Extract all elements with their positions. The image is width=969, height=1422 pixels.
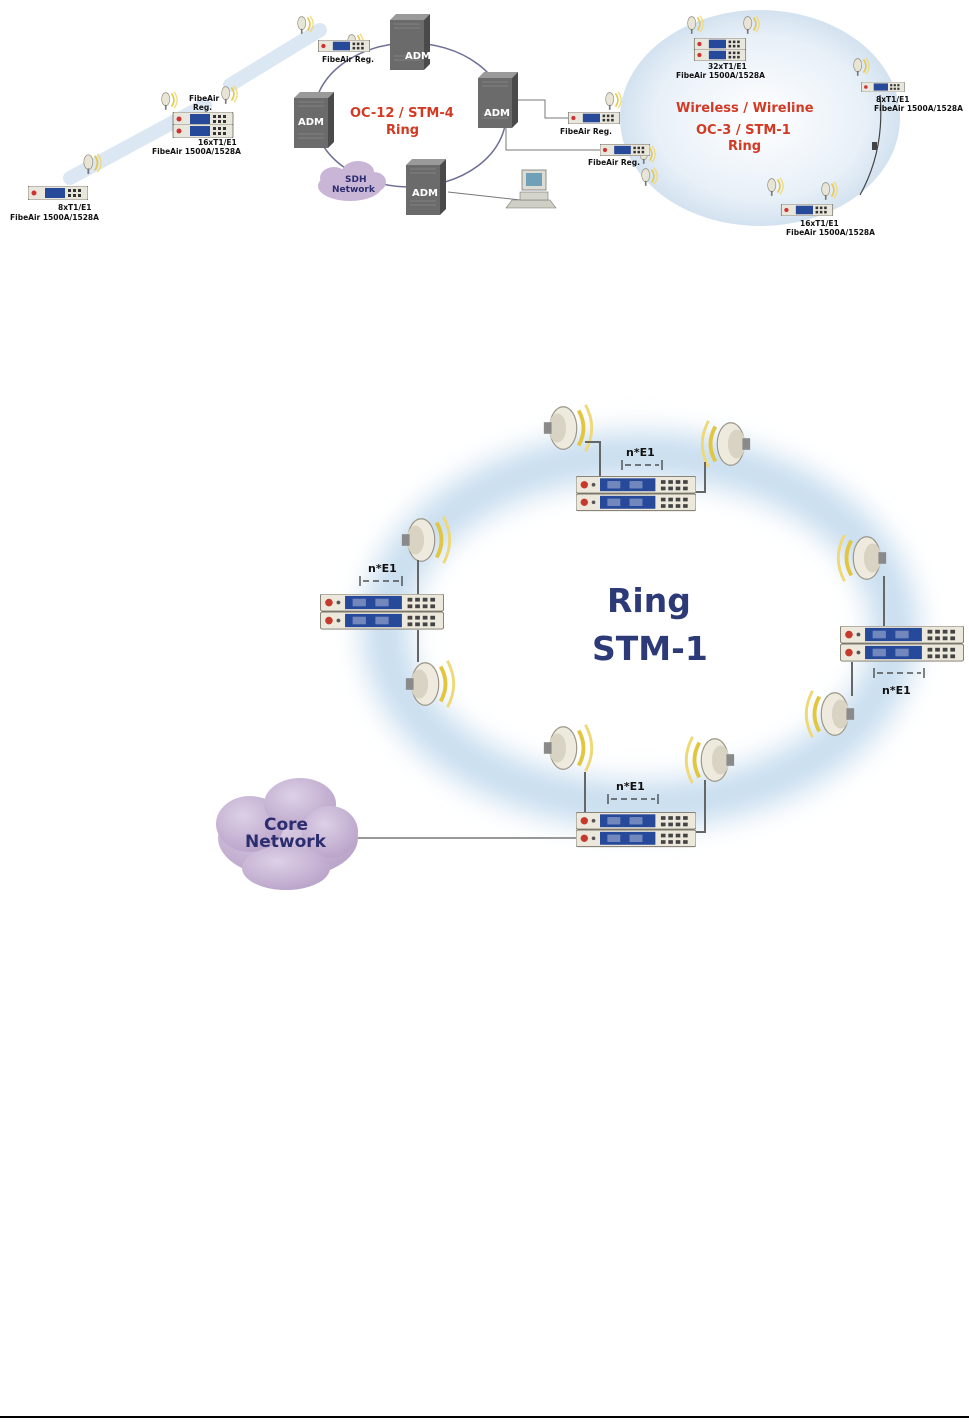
left-reg-label-line2: Reg. [193,103,212,112]
left-mid-capacity: 16xT1/E1 [198,138,237,147]
link-adm-to-reg [510,99,568,119]
top-network-diagram: ADM ADM ADM ADM SDH Network OC-12 / STM-… [10,10,963,237]
computer-icon [505,169,557,209]
link-haze-upper [223,23,327,92]
left-mid-dish-a-icon [160,90,178,110]
node-right-tributary: n*E1 [882,684,911,697]
wireless-ring-haze [620,10,900,226]
wl-ring-title-line1: Wireless / Wireline [676,101,814,116]
left-end-terminal [28,186,88,200]
wireline-connector [872,142,877,150]
adm-left-label: ADM [298,117,324,128]
link-adm-to-pc [447,191,521,201]
wl-bottom-capacity: 16xT1/E1 [800,219,839,228]
ring-stm1-diagram: Core Network Ring STM-1 n*E1 n*E1 [216,402,964,890]
node-left: n*E1 [320,514,456,710]
adm-top-label: ADM [405,51,431,62]
node-top-tributary: n*E1 [626,446,655,459]
top-reg-label: FibeAir Reg. [322,55,374,64]
ring-title-line1: Ring [607,581,691,620]
node-bottom-device [576,812,696,848]
wl-top-node-a [693,38,747,50]
sdh-network-cloud: SDH Network [318,161,386,201]
node-right-device [840,626,964,662]
wl-left-reg-dish-icon [604,90,622,110]
sdh-cloud-line2: Network [332,185,376,195]
wl-right-node [861,82,905,92]
left-end-capacity: 8xT1/E1 [58,203,91,212]
core-network-line2: Network [245,832,327,852]
wl-left-reg-device [568,112,620,124]
sdh-ring-title-line1: OC-12 / STM-4 [350,106,454,121]
core-network-line1: Core [264,815,308,835]
wl-right-capacity: 8xT1/E1 [876,95,909,104]
wl-ring-title-line3: Ring [728,139,761,154]
node-right: n*E1 [804,532,964,740]
top-reg-device [318,40,370,52]
node-top: n*E1 [541,402,753,512]
left-end-model: FibeAir 1500A/1528A [10,213,99,222]
wl-bottom-model: FibeAir 1500A/1528A [786,228,875,237]
adm-bottom-label: ADM [412,188,438,199]
node-bottom-antenna-left-icon [541,722,594,774]
node-bottom-tributary: n*E1 [616,780,645,793]
wl-top-model: FibeAir 1500A/1528A [676,71,765,80]
sdh-ring-title-line2: Ring [386,123,419,138]
adm-bottom [405,158,446,216]
left-mid-terminal-b [172,124,234,138]
adm-right-label: ADM [484,108,510,119]
page-footer-rule [0,1416,969,1418]
wireline-segment [859,94,882,196]
node-left-device [320,594,444,630]
wl-ring-title-line2: OC-3 / STM-1 [696,123,791,138]
wl-lower-reg-label: FibeAir Reg. [588,158,640,167]
node-bottom: n*E1 [541,722,737,848]
wl-lower-reg-device [600,144,650,156]
left-mid-model: FibeAir 1500A/1528A [152,147,241,156]
adm-right [477,72,518,128]
ring-title-line2: STM-1 [592,629,708,668]
node-top-device [576,476,696,512]
wl-top-node-b [693,49,747,61]
wl-bottom-node [780,204,834,216]
left-mid-terminal-a [172,112,234,126]
link-adm-to-reg2 [505,120,605,151]
wl-top-capacity: 32xT1/E1 [708,62,747,71]
wl-right-model: FibeAir 1500A/1528A [874,104,963,113]
left-reg-label-line1: FibeAir [189,94,220,103]
wl-left-reg-label: FibeAir Reg. [560,127,612,136]
sdh-cloud-line1: SDH [345,175,367,185]
node-left-tributary: n*E1 [368,562,397,575]
core-network-cloud: Core Network [216,778,358,890]
